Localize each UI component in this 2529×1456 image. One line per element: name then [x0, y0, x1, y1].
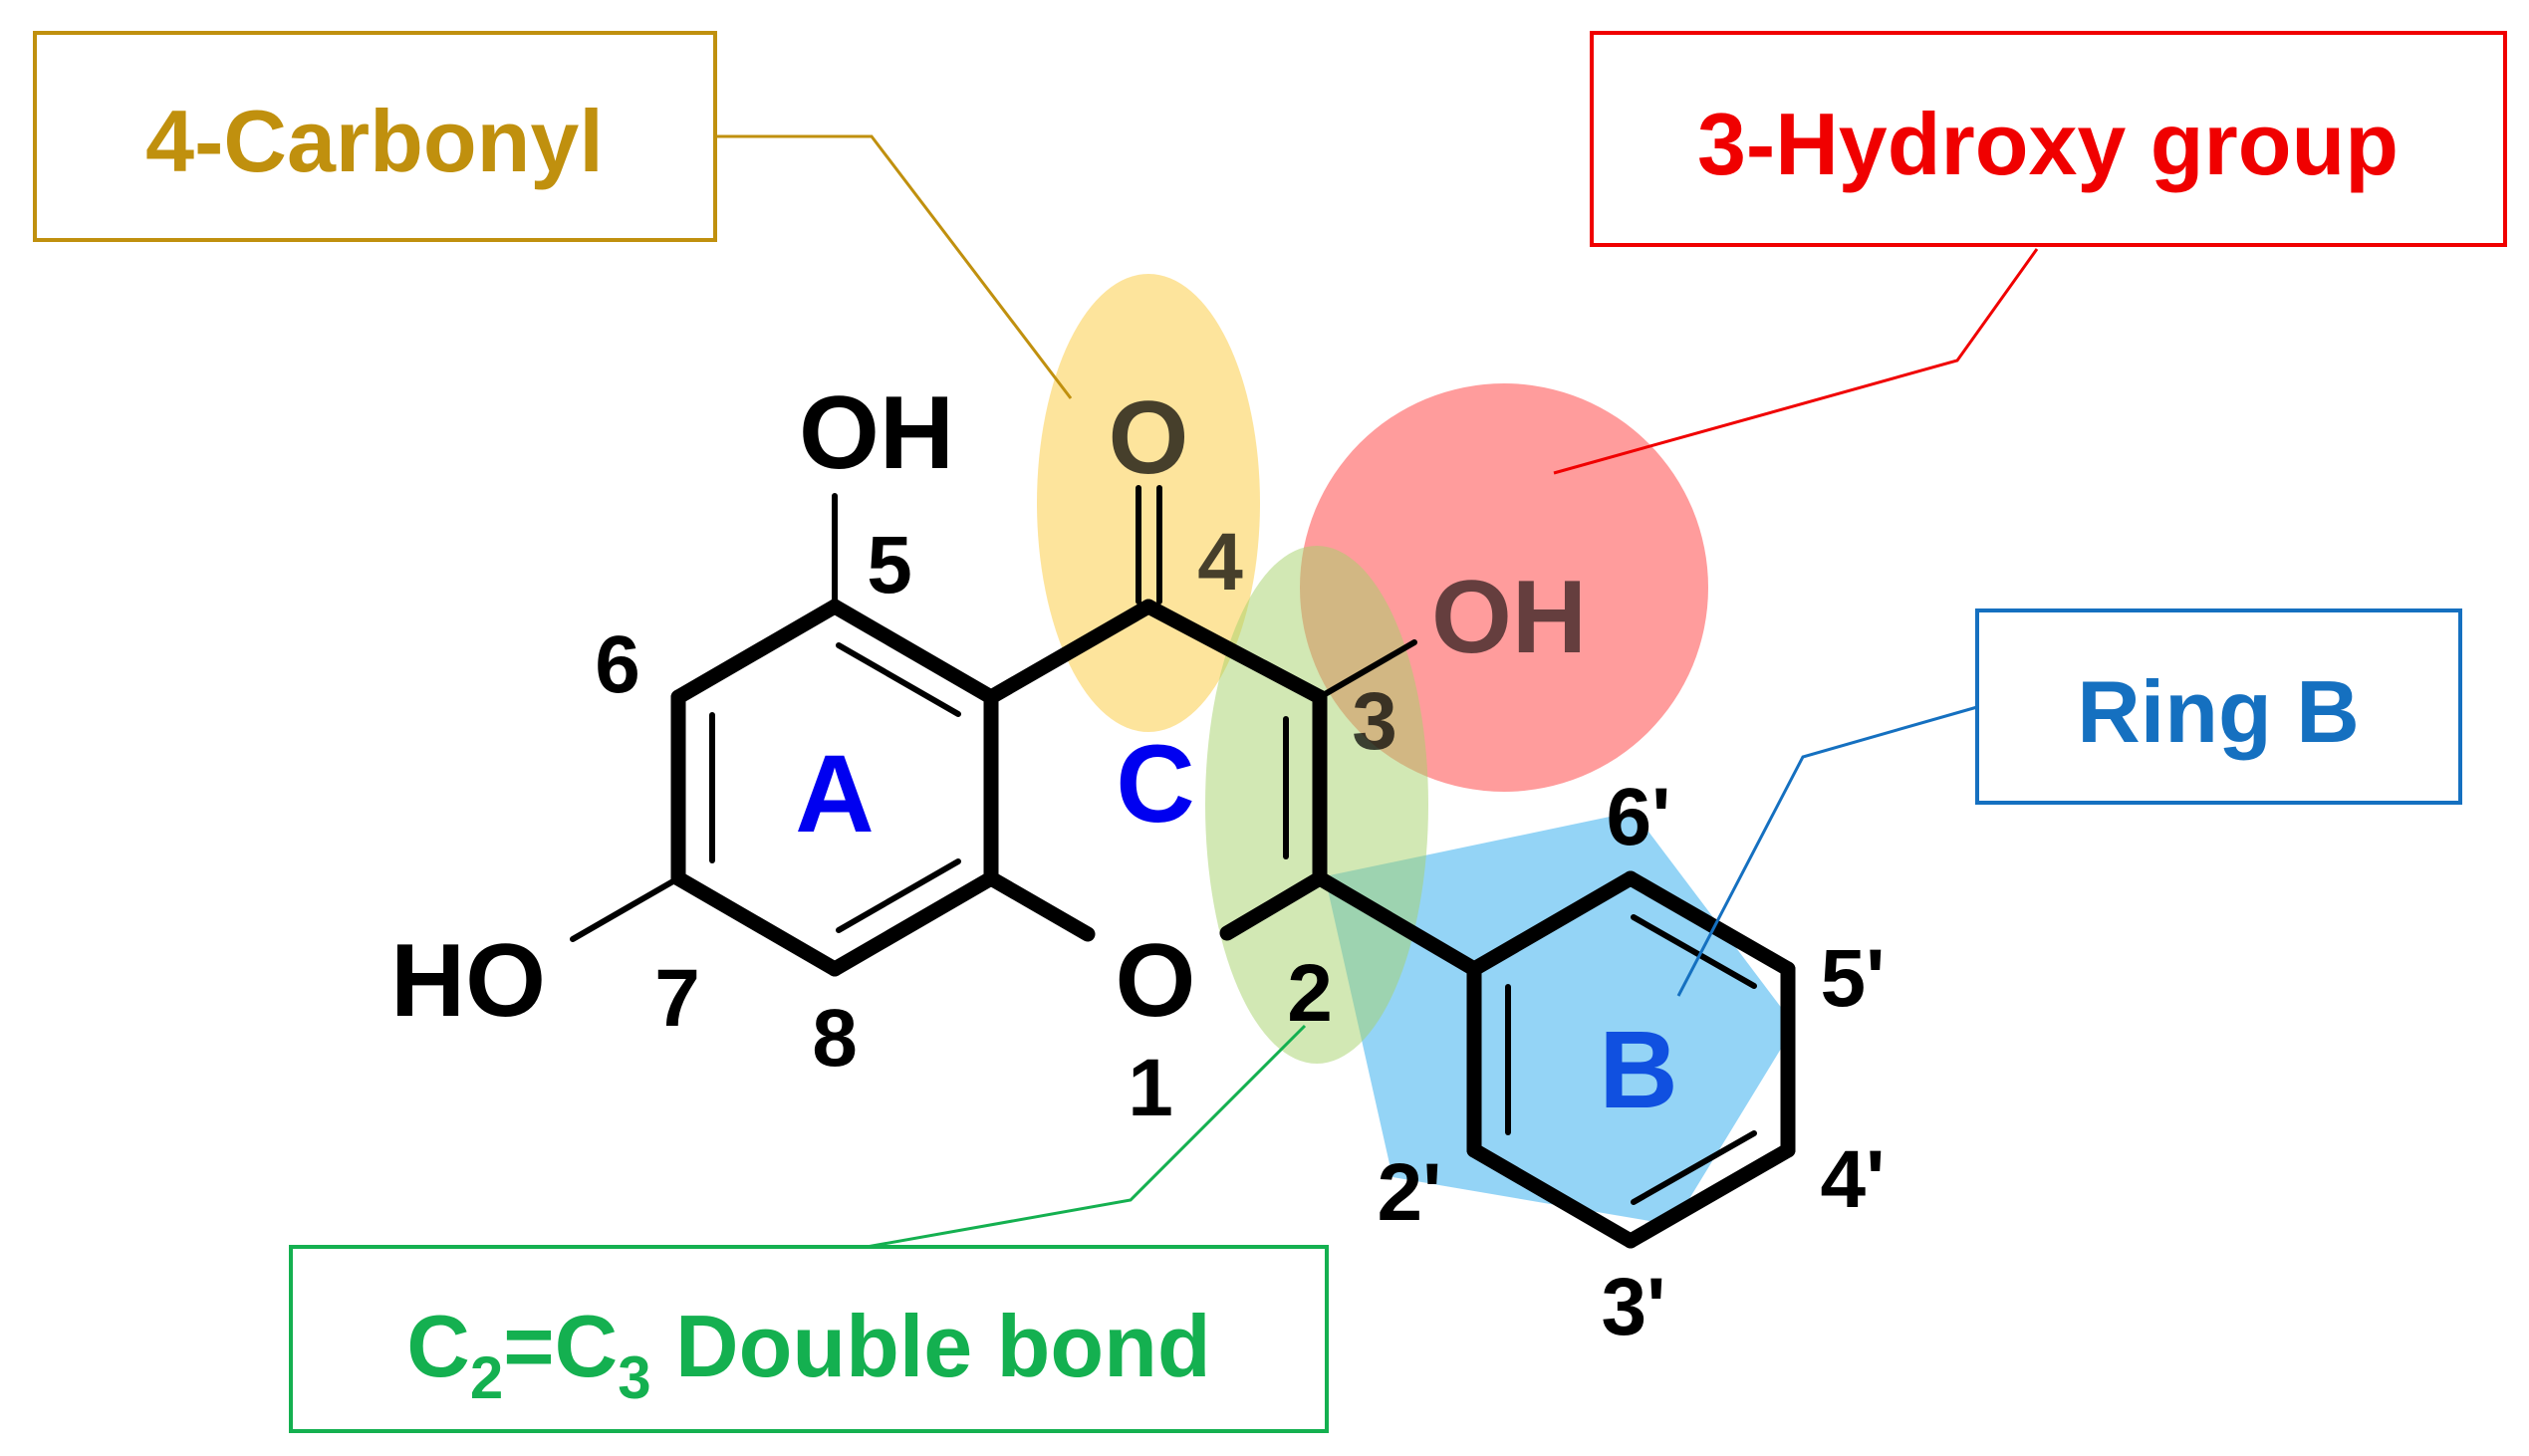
db-c1: C [406, 1297, 470, 1395]
db-c2: C [555, 1297, 619, 1395]
ring-b-highlight [1325, 812, 1795, 1225]
ring-labels: A B C [795, 723, 1677, 1131]
ring-label-a: A [795, 733, 874, 855]
position-2-prime: 2' [1377, 1147, 1441, 1238]
position-8: 8 [812, 993, 858, 1084]
callout-hydroxy: 3-Hydroxy group [1590, 31, 2507, 247]
callout-hydroxy-box [1590, 31, 2507, 247]
callout-carbonyl-text: 4-Carbonyl [145, 92, 604, 190]
position-3-prime: 3' [1601, 1262, 1665, 1352]
double-bond-leader-line [866, 1024, 1307, 1249]
atom-ho-7: HO [390, 923, 546, 1039]
ring-label-c: C [1116, 723, 1194, 846]
callout-hydroxy-text: 3-Hydroxy group [1697, 95, 2399, 193]
position-1: 1 [1128, 1043, 1173, 1133]
callout-leaders [717, 134, 2039, 1249]
position-5: 5 [867, 520, 912, 610]
ring-label-b: B [1599, 1009, 1677, 1131]
callout-ringb-text: Ring B [2077, 662, 2360, 761]
callout-double-bond-text: C2=C3 Double bond [406, 1297, 1210, 1411]
atom-o-1: O [1116, 923, 1196, 1039]
callout-double-bond: C2=C3 Double bond [289, 1245, 1329, 1433]
position-6-prime: 6' [1606, 772, 1670, 862]
position-5-prime: 5' [1820, 933, 1885, 1024]
position-4-prime: 4' [1820, 1134, 1885, 1225]
db-sub2: 3 [618, 1344, 650, 1411]
callout-ringb-box [1975, 608, 2462, 805]
position-4: 4 [1197, 517, 1243, 607]
callout-double-bond-box [289, 1245, 1329, 1433]
db-rest: Double bond [651, 1297, 1211, 1395]
position-numbers: 1 2 3 4 5 6 7 8 2' 3' 4' 5' 6' [595, 517, 1885, 1352]
ringb-leader-line [1676, 705, 1978, 997]
atom-o-carbonyl: O [1109, 380, 1189, 496]
db-eq: = [503, 1297, 554, 1395]
callout-carbonyl: 4-Carbonyl [33, 31, 717, 242]
position-2: 2 [1287, 948, 1333, 1039]
atom-oh-5: OH [799, 375, 954, 491]
carbonyl-highlight [1037, 274, 1260, 732]
position-3: 3 [1352, 676, 1397, 767]
carbonyl-leader-line [717, 134, 1073, 399]
callout-ringb: Ring B [1975, 608, 2462, 805]
position-7: 7 [654, 953, 700, 1044]
callout-carbonyl-box [33, 31, 717, 242]
hydroxy-leader-line [1553, 248, 2039, 475]
db-sub1: 2 [470, 1344, 503, 1411]
atom-oh-3: OH [1431, 560, 1587, 675]
position-6: 6 [595, 619, 640, 710]
bond-skeleton [570, 485, 1796, 1249]
